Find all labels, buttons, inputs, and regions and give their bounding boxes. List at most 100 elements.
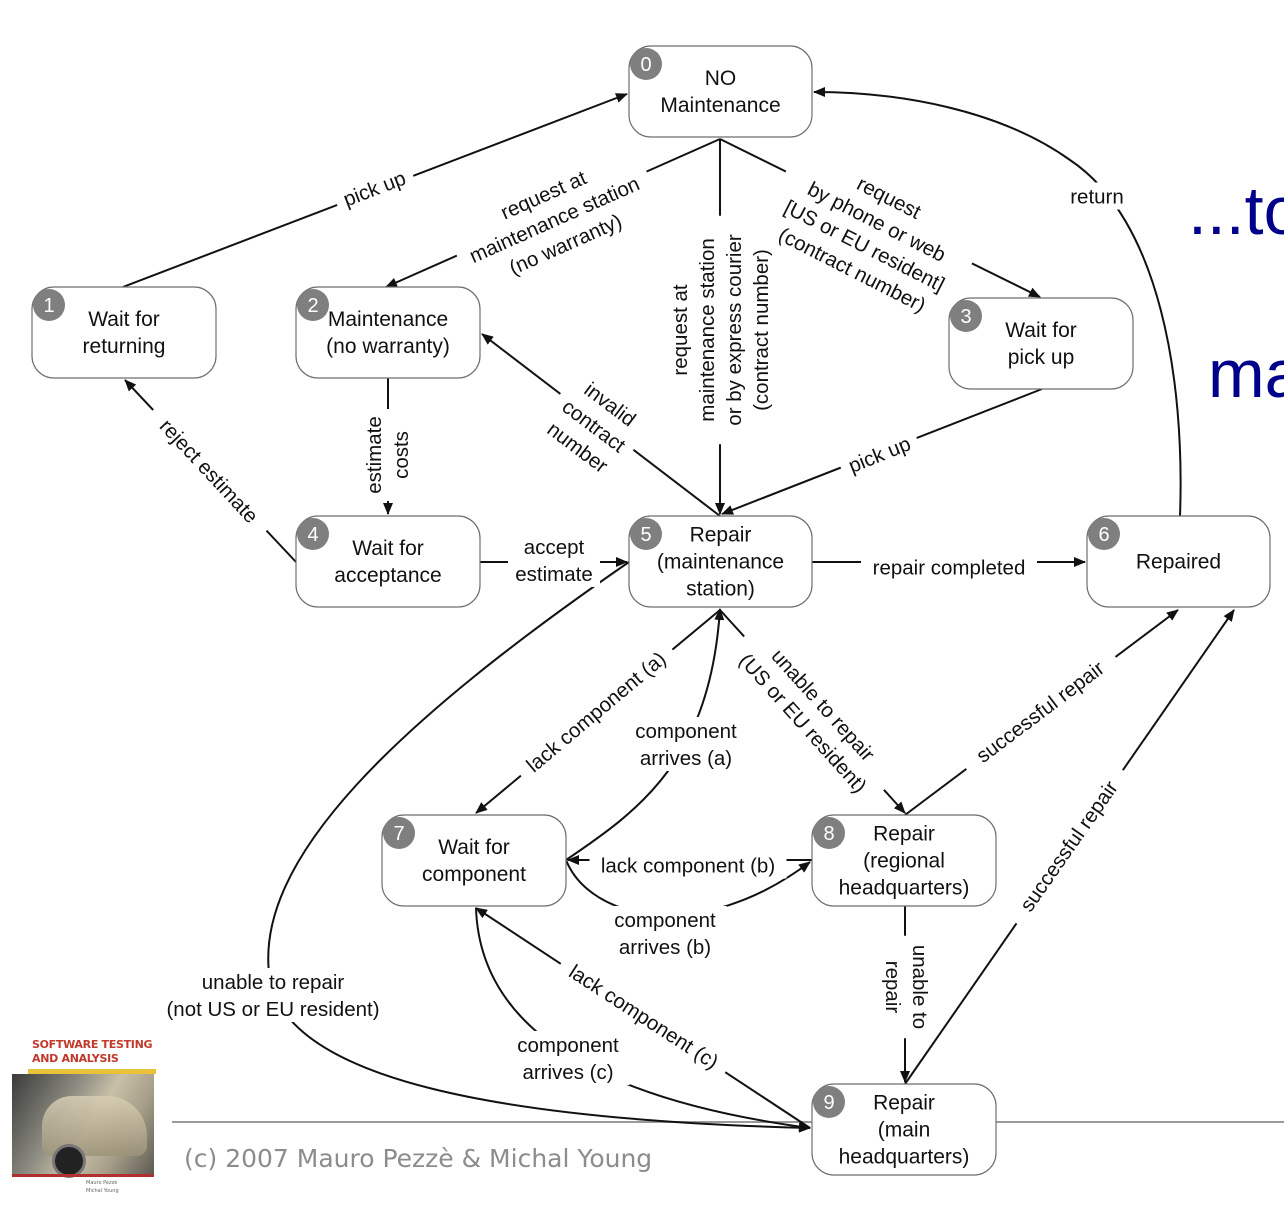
book-title-line-1: SOFTWARE TESTING	[32, 1038, 153, 1051]
transition-label: successful repair	[957, 644, 1123, 779]
state-label-line: component	[422, 863, 526, 886]
transition-label-line: repair completed	[873, 557, 1026, 580]
transition-label-line: (contract number)	[750, 249, 773, 411]
state-number-badge	[297, 289, 329, 321]
state-number-badge	[950, 300, 982, 332]
state-label-line: acceptance	[334, 564, 441, 587]
label-background	[554, 951, 735, 1082]
transition-7-to-5	[565, 608, 725, 861]
state-label-line: Wait for	[1005, 319, 1077, 342]
state-number: 7	[393, 823, 404, 845]
transition-label-line: return	[1070, 186, 1124, 209]
slide-title-fragment-1: ...to	[1188, 173, 1284, 249]
state-label-line: Maintenance	[328, 308, 448, 331]
transition-label: pick up	[836, 426, 923, 482]
transition-label-line: lack component (b)	[601, 855, 775, 878]
state-label-line: returning	[83, 335, 166, 358]
state-label-line: Repair	[873, 823, 935, 846]
label-background	[1061, 182, 1133, 210]
state-number-badge	[813, 1086, 845, 1118]
book-subtitle-band	[28, 1069, 156, 1074]
state-number: 3	[960, 306, 971, 328]
state-number: 1	[43, 295, 54, 317]
copyright-footer: (c) 2007 Mauro Pezzè & Michal Young	[184, 1144, 653, 1173]
state-box	[628, 515, 813, 608]
car-wheel	[52, 1144, 86, 1178]
state-number: 5	[640, 524, 651, 546]
label-background	[143, 400, 276, 541]
state-label-line: Wait for	[352, 537, 424, 560]
transition-label-line: (not US or EU resident)	[166, 998, 379, 1021]
transition-label-line: unable to	[908, 945, 931, 1029]
state-node-9: 9 Repair (main headquarters)	[811, 1083, 997, 1176]
transition-label-line: unable to repair	[202, 971, 345, 994]
state-box	[628, 45, 813, 138]
transition-label-line: arrives (b)	[619, 936, 711, 959]
transition-label: component arrives (b)	[603, 906, 727, 960]
book-author-1: Mauro Pezzè	[86, 1180, 118, 1186]
book-authors: Mauro Pezzè Michal Young	[86, 1179, 119, 1195]
book-red-band	[12, 1174, 154, 1177]
book-title: SOFTWARE TESTING AND ANALYSIS	[32, 1038, 153, 1066]
label-background	[861, 553, 1037, 581]
transition-label-line: component	[517, 1034, 619, 1057]
label-background	[1003, 761, 1133, 930]
state-label-line: NO	[705, 67, 737, 90]
state-label-line: (maintenance	[657, 551, 784, 574]
state-box	[31, 286, 217, 379]
transition-label-line: arrives (c)	[522, 1061, 613, 1084]
book-author-2: Michal Young	[86, 1188, 119, 1194]
transition-label-line: maintenance station	[696, 238, 719, 421]
state-number: 8	[823, 823, 834, 845]
transition-label-line: pick up	[845, 432, 914, 478]
state-number-badge	[33, 289, 65, 321]
label-background	[624, 717, 748, 771]
transition-label-line: component	[635, 720, 737, 743]
state-number-badge	[383, 817, 415, 849]
label-background	[148, 968, 398, 1022]
transition-label-line: pick up	[340, 167, 409, 212]
transition-label-line: request at	[669, 284, 692, 375]
transition-label: accept estimate	[508, 533, 600, 587]
label-background	[836, 426, 923, 482]
state-number-badge	[630, 518, 662, 550]
transition-label-line: successful repair	[1016, 777, 1123, 916]
transition-label-line: accept	[524, 536, 585, 559]
label-background	[360, 409, 414, 501]
transition-label: pick up	[331, 160, 418, 216]
label-background	[533, 365, 656, 486]
state-number-badge	[630, 48, 662, 80]
label-background	[589, 851, 787, 879]
state-number: 9	[823, 1092, 834, 1114]
transition-label-line: component	[614, 909, 716, 932]
state-label-line: Repaired	[1136, 551, 1221, 574]
transition-label: successful repair	[1003, 761, 1133, 930]
state-label-line: Repair	[690, 524, 752, 547]
state-label-line: headquarters)	[839, 1146, 970, 1169]
state-box	[295, 515, 481, 608]
state-label-line: (main	[878, 1119, 931, 1142]
state-label-line: Maintenance	[660, 94, 780, 117]
label-background	[753, 138, 988, 329]
state-label-line: Repair	[873, 1092, 935, 1115]
transition-label: reject estimate	[143, 400, 276, 541]
transition-label-line: costs	[390, 431, 413, 479]
label-background	[442, 139, 666, 299]
state-number-badge	[813, 817, 845, 849]
state-number: 4	[307, 524, 318, 546]
state-number: 2	[307, 295, 318, 317]
transition-label-line: estimate	[515, 563, 592, 586]
label-background	[957, 644, 1123, 779]
state-label-line: station)	[686, 578, 755, 601]
